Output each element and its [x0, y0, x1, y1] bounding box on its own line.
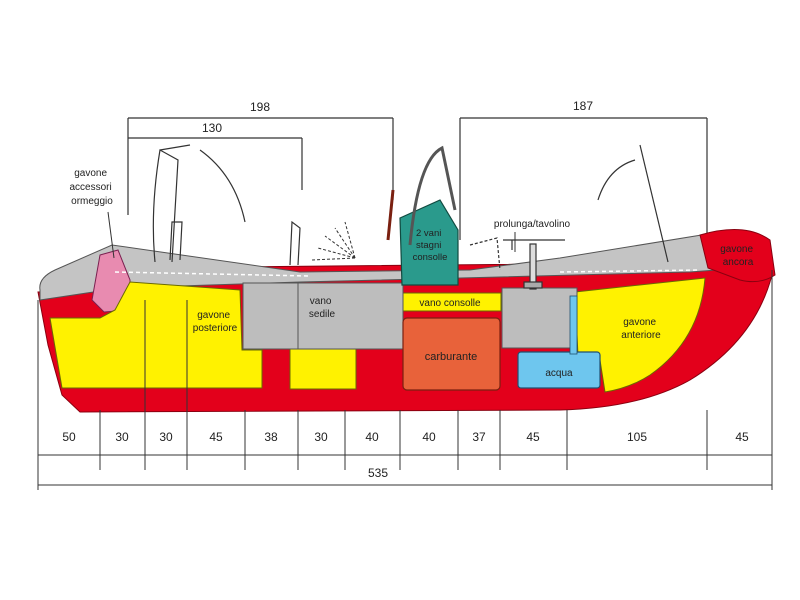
label-gavone-ancora: gavone ancora: [720, 244, 756, 268]
bottom-dim-0: 50: [62, 430, 76, 444]
bottom-dim-9: 45: [526, 430, 540, 444]
bottom-dim-8: 37: [472, 430, 486, 444]
label-vano-sedile: vano sedile: [309, 296, 336, 320]
bottom-dim-10: 105: [627, 430, 647, 444]
label-gavone-accessori-l2: accessori: [69, 182, 111, 193]
pointer-accessori: [107, 211, 115, 259]
bottom-dim-3: 45: [209, 430, 223, 444]
bottom-dim-2: 30: [159, 430, 173, 444]
dim-130: 130: [202, 121, 222, 135]
water-tank: [517, 351, 601, 389]
label-gavone-accessori-l1: gavone: [74, 168, 107, 179]
label-prolunga: prolunga/tavolino: [494, 219, 571, 230]
bow-tip: [699, 229, 776, 283]
gavone-anteriore-area: [574, 277, 706, 393]
seat-backs: [152, 144, 669, 266]
dim-198: 198: [250, 100, 270, 114]
fuel-tank: [402, 317, 501, 391]
windshield-frame: [408, 145, 457, 246]
bottom-dim-11: 45: [735, 430, 749, 444]
seat-block-rear: [242, 282, 301, 350]
hinge-fan: [311, 221, 356, 261]
bottom-dim-6: 40: [365, 430, 379, 444]
dim-187: 187: [573, 99, 593, 113]
label-gavone-accessori-l3: ormeggio: [71, 196, 113, 207]
label-vani-stagni: 2 vani stagni consolle: [413, 228, 448, 263]
bottom-dimension-ticks: [37, 270, 773, 490]
console-block: [399, 199, 459, 286]
table-extension: [469, 237, 565, 290]
label-acqua: acqua: [545, 368, 573, 379]
seat-block-center: [297, 282, 404, 350]
label-gavone-posteriore: gavone posteriore: [193, 310, 238, 334]
label-vano-consolle: vano consolle: [419, 298, 481, 309]
bottom-dim-7: 40: [422, 430, 436, 444]
water-pipe: [569, 295, 578, 355]
label-gavone-accessori: gavone accessori ormeggio: [69, 168, 114, 207]
vano-sedile-area: [289, 344, 357, 390]
bottom-dimension-labels: 50 30 30 45 38 30 40 40 37 45 105 45: [62, 430, 749, 444]
top-dimensions: [127, 117, 708, 240]
steering-wheel: [386, 189, 395, 241]
bottom-dim-5: 30: [314, 430, 328, 444]
gavone-posteriore-area: [49, 281, 263, 389]
deck-dashed-line-fore: [559, 269, 701, 273]
deck-dashed-line: [114, 271, 311, 277]
label-carburante: carburante: [425, 351, 478, 363]
bottom-dim-1: 30: [115, 430, 129, 444]
label-gavone-anteriore: gavone anteriore: [621, 317, 661, 341]
total-length: 535: [368, 466, 388, 480]
bottom-dim-4: 38: [264, 430, 278, 444]
table-pit: [501, 287, 578, 349]
